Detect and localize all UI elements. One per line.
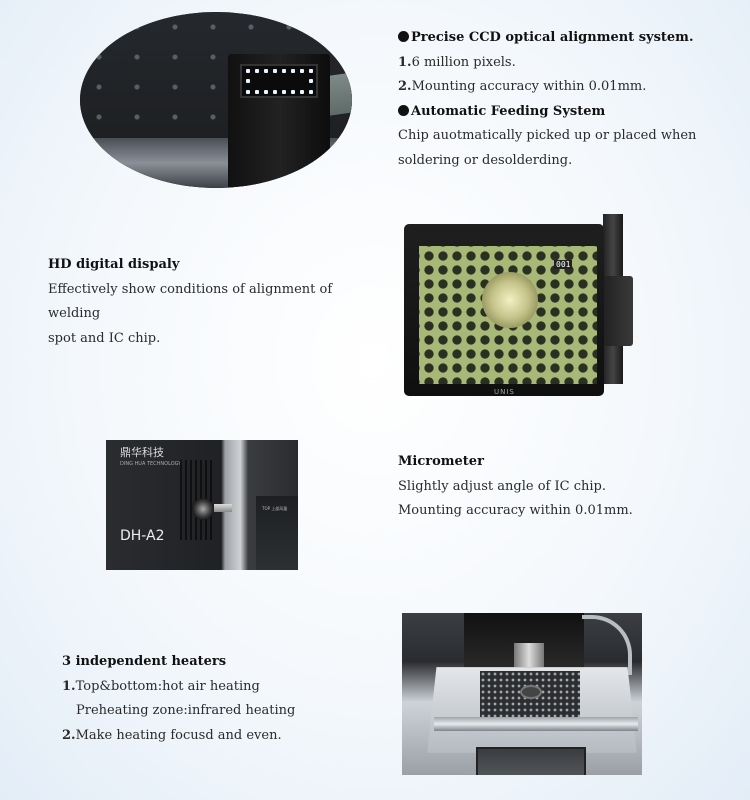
feeding-line-1: Chip auotmatically picked up or placed w… [398,128,697,143]
micrometer-image: 鼎华科技 DING HUA TECHNOLOGY DH-A2 TOP 上部风量 [106,440,298,570]
feeding-heading-text: Automatic Feeding System [411,103,606,119]
ccd-line-2-text: Mounting accuracy within 0.01mm. [411,79,647,94]
screen-counter: 001 [554,260,573,269]
ccd-heading-text: Precise CCD optical alignment system. [411,30,694,45]
bullet-icon [398,31,409,42]
micrometer-heading: Micrometer [398,454,484,469]
control-display [476,747,586,775]
display-line-1: Effectively show conditions of alignment… [48,281,333,322]
heaters-line-2-text: Make heating focusd and even. [75,727,282,743]
brand-en-label: DING HUA TECHNOLOGY [120,461,182,467]
micrometer-rod [214,504,232,512]
ccd-line-1: 1.6 million pixels. [398,51,738,76]
model-label: DH-A2 [120,528,165,544]
hot-air-nozzle [514,643,544,667]
hd-monitor-image: 001 UNIS [399,214,641,396]
side-panel-label: TOP 上部风量 [262,506,288,511]
feeding-heading: Automatic Feeding System [398,100,738,125]
monitor-brand-logo: UNIS [494,388,515,396]
monitor-bezel: 001 UNIS [404,224,604,396]
heaters-line-1: 1.Top&bottom:hot air heating [62,675,382,700]
display-feature-block: HD digital dispaly Effectively show cond… [48,253,378,351]
micrometer-knob [192,498,214,520]
display-line-2: spot and IC chip. [48,330,161,346]
bullet-icon [398,104,409,116]
side-panel: TOP 上部风量 [256,496,298,570]
heaters-line-1b: Preheating zone:infrared heating [76,703,296,718]
heaters-feature-block: 3 independent heaters 1.Top&bottom:hot a… [62,650,382,748]
ic-chip-view [482,272,538,328]
pcb-clamp-bar [434,717,638,731]
brand-cn-label: 鼎华科技 [120,446,164,459]
list-number: 1. [62,678,76,694]
heaters-image [402,613,642,775]
led-light-ring [240,64,318,98]
ccd-heading: Precise CCD optical alignment system. [398,26,738,51]
list-number: 2. [62,727,76,743]
ccd-feature-block: Precise CCD optical alignment system. 1.… [398,26,738,173]
heaters-line-2: 2.Make heating focusd and even. [62,724,382,749]
ccd-camera-image [80,12,352,188]
micrometer-line-1: Slightly adjust angle of IC chip. [398,478,606,494]
micrometer-line-2: Mounting accuracy within 0.01mm. [398,503,633,518]
bottom-heater-nozzle [520,685,542,699]
ccd-line-1-text: 6 million pixels. [411,54,516,70]
list-number: 1. [398,54,412,70]
list-number: 2. [398,79,412,94]
gooseneck-lamp [582,615,632,675]
heaters-line-1-text: Top&bottom:hot air heating [75,678,260,694]
feeding-line-2: soldering or desolderding. [398,152,573,168]
micrometer-feature-block: Micrometer Slightly adjust angle of IC c… [398,450,728,524]
heaters-heading: 3 independent heaters [62,654,227,669]
display-heading: HD digital dispaly [48,257,180,272]
ccd-line-2: 2.Mounting accuracy within 0.01mm. [398,75,738,100]
